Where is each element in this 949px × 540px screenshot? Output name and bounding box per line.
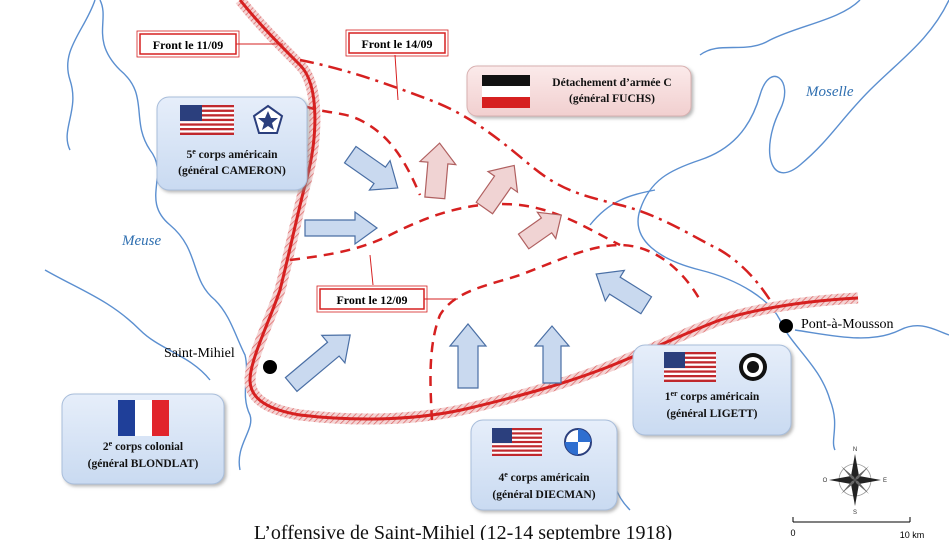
fr2-unit-name: 2e corps colonial [103,439,183,453]
front-label-1109-text: Front le 11/09 [153,38,223,52]
pont-a-mousson-label: Pont-à-Mousson [801,317,894,332]
compass-s: S [853,510,857,516]
meuse-branch [66,0,96,151]
front-dashed-south [429,243,702,421]
advance-arrows [284,145,653,393]
us5-unit-general: (général CAMERON) [178,165,286,177]
arrow-us4-1 [448,323,488,389]
fr2-unit-general: (général BLONDLAT) [88,458,199,470]
compass-e: E [883,478,887,484]
moselle-label: Moselle [805,84,854,100]
arrow-us1 [595,269,653,315]
saint-mihiel-marker [263,360,277,374]
scale-bar: 0 10 km [790,517,924,540]
us5-unit-box: 5e corps américain (général CAMERON) [156,96,308,191]
quartered-circle-insignia [564,428,592,456]
us-flag [180,105,234,135]
german-unit-box: Détachement d’armée C (général FUCHS) [466,65,692,117]
arrow-de-1 [418,142,458,200]
us-flag [492,428,542,456]
front-dashed-center [289,202,621,262]
meuse-river [99,0,252,471]
compass-rose-icon: N S E O [823,447,887,516]
retreat-arrows [418,142,563,250]
front-1409-line [299,58,772,301]
us1-unit-box: 1er corps américain (général LIGETT) [632,344,792,436]
us4-unit-name: 4e corps américain [498,470,590,484]
moselle-branch-2 [589,189,656,226]
compass-o: O [823,478,828,484]
arrow-de-3 [517,211,563,250]
us1-unit-name: 1er corps américain [665,389,760,403]
bullseye-insignia [739,353,767,381]
us4-unit-box: 4e corps américain (général DIECMAN) [470,419,618,511]
moselle-branch-3 [794,325,949,339]
us-flag [664,352,716,382]
saint-mihiel-label: Saint-Mihiel [164,346,235,361]
scale-start: 0 [790,528,795,538]
compass-n: N [853,447,857,453]
arrow-fr2 [284,334,351,393]
moselle-river [637,0,949,451]
rivers [44,0,949,511]
meuse-label: Meuse [121,233,161,249]
pont-a-mousson-marker [779,319,793,333]
german-unit-general: (général FUCHS) [569,93,655,105]
arrow-us5-2 [304,210,379,246]
front-label-1109: Front le 11/09 [136,30,240,58]
scale-end: 10 km [900,530,925,540]
fr2-unit-box: 2e corps colonial (général BLONDLAT) [61,393,225,485]
moselle-branch [699,0,861,56]
arrow-us5-1 [343,145,399,191]
us1-unit-general: (général LIGETT) [666,408,757,420]
leader-lines [236,43,458,300]
front-dashed-lines [289,98,702,421]
pentagon-star-insignia [252,104,284,134]
german-unit-name: Détachement d’armée C [552,77,671,89]
arrow-us4-2 [533,325,571,384]
front-label-1209: Front le 12/09 [316,285,428,313]
french-flag [118,400,169,436]
us5-unit-name: 5e corps américain [186,147,278,161]
front-label-1209-text: Front le 12/09 [336,293,407,307]
front-1109-line [235,0,859,425]
german-empire-flag [482,75,530,108]
meuse-branch-2 [44,269,211,381]
front-label-1409-text: Front le 14/09 [361,37,432,51]
map-title: L’offensive de Saint-Mihiel (12-14 septe… [254,522,672,540]
us4-unit-general: (général DIECMAN) [492,489,595,501]
front-dashed-north [289,98,422,196]
front-label-1409: Front le 14/09 [345,29,449,57]
arrow-de-2 [475,164,519,215]
